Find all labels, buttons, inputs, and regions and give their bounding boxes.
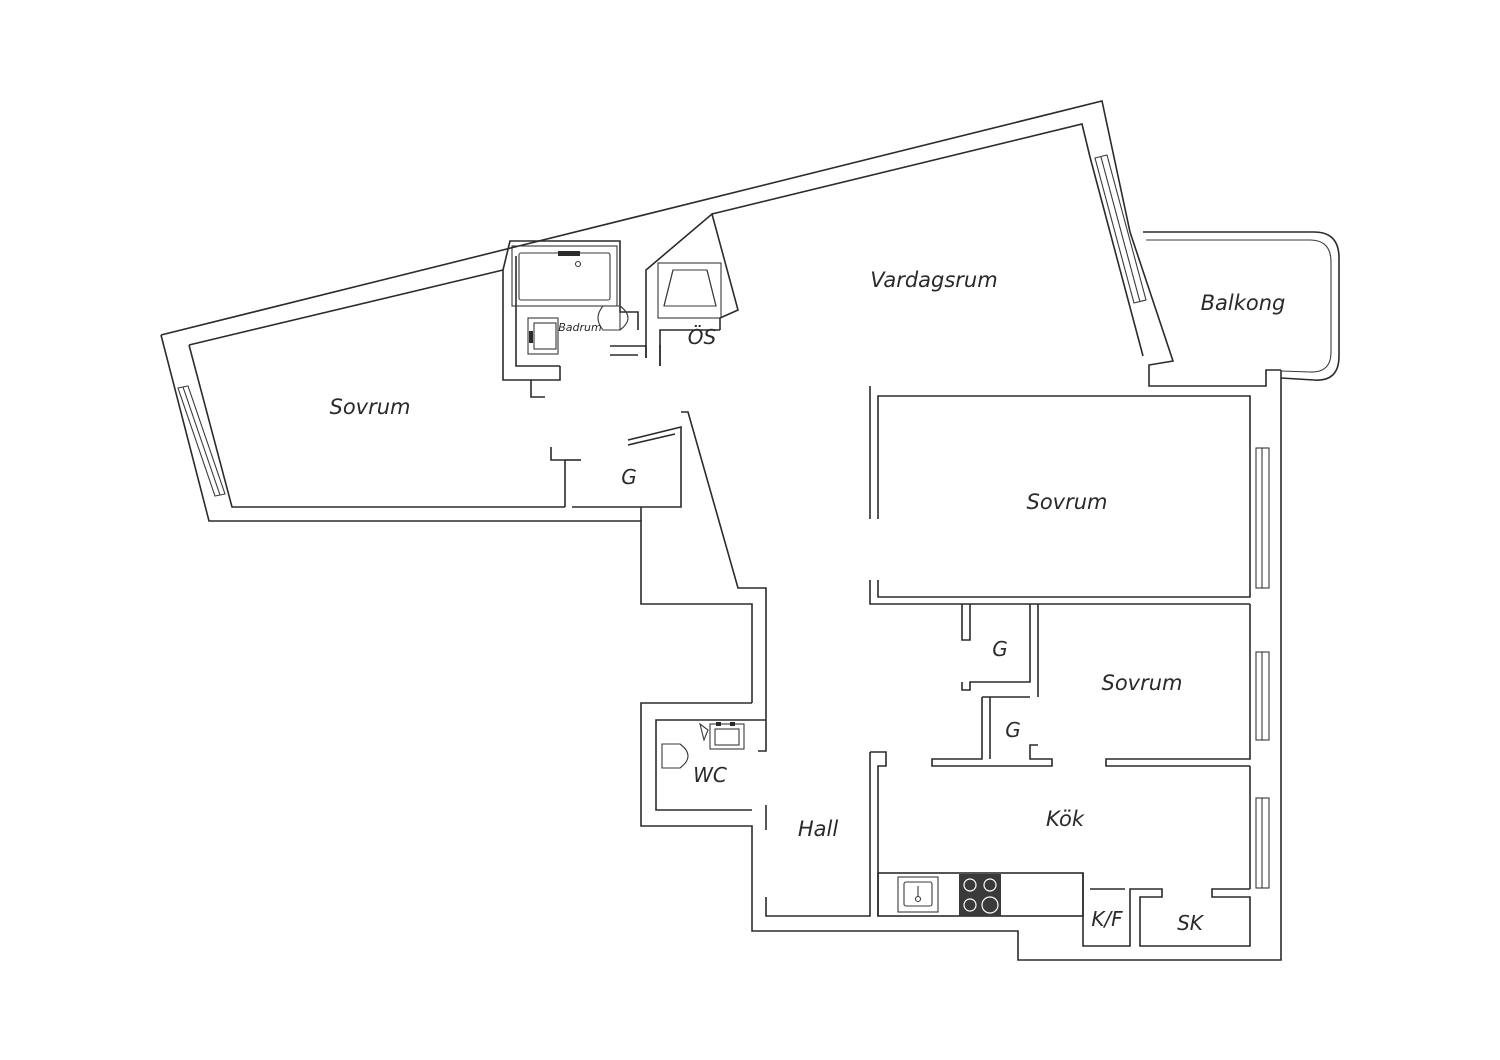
label-kok: Kök	[1046, 807, 1085, 831]
kitchen-hob	[959, 874, 1001, 916]
badrum-sink	[527, 317, 559, 355]
label-os: ÖS	[688, 325, 717, 349]
label-wc: WC	[693, 763, 727, 787]
label-g-west: G	[621, 465, 637, 489]
label-g-lower: G	[1005, 718, 1021, 742]
kitchen-sink	[897, 876, 939, 913]
fireplace	[657, 262, 722, 319]
label-kf: K/F	[1091, 907, 1123, 931]
label-sovrum-west: Sovrum	[329, 395, 410, 419]
label-g-upper: G	[992, 637, 1008, 661]
windows	[177, 154, 1270, 889]
label-hall: Hall	[798, 817, 838, 841]
label-sovrum-middle: Sovrum	[1101, 671, 1182, 695]
badrum-area	[502, 240, 661, 398]
east-walls	[765, 386, 1251, 947]
wc-fixtures	[661, 722, 745, 769]
label-balkong: Balkong	[1201, 291, 1286, 315]
balcony	[1143, 231, 1340, 381]
label-vardagsrum: Vardagsrum	[870, 268, 997, 292]
corridor-walls	[550, 411, 767, 830]
label-sovrum-east: Sovrum	[1026, 490, 1107, 514]
outer-walls	[160, 100, 1282, 961]
label-sk: SK	[1177, 911, 1205, 935]
wc-sink	[709, 723, 745, 750]
os-area	[645, 212, 739, 366]
wc-toilet	[661, 743, 689, 769]
label-badrum: Badrum	[558, 321, 601, 334]
badrum-toilet	[597, 305, 621, 331]
bathtub	[511, 245, 618, 307]
